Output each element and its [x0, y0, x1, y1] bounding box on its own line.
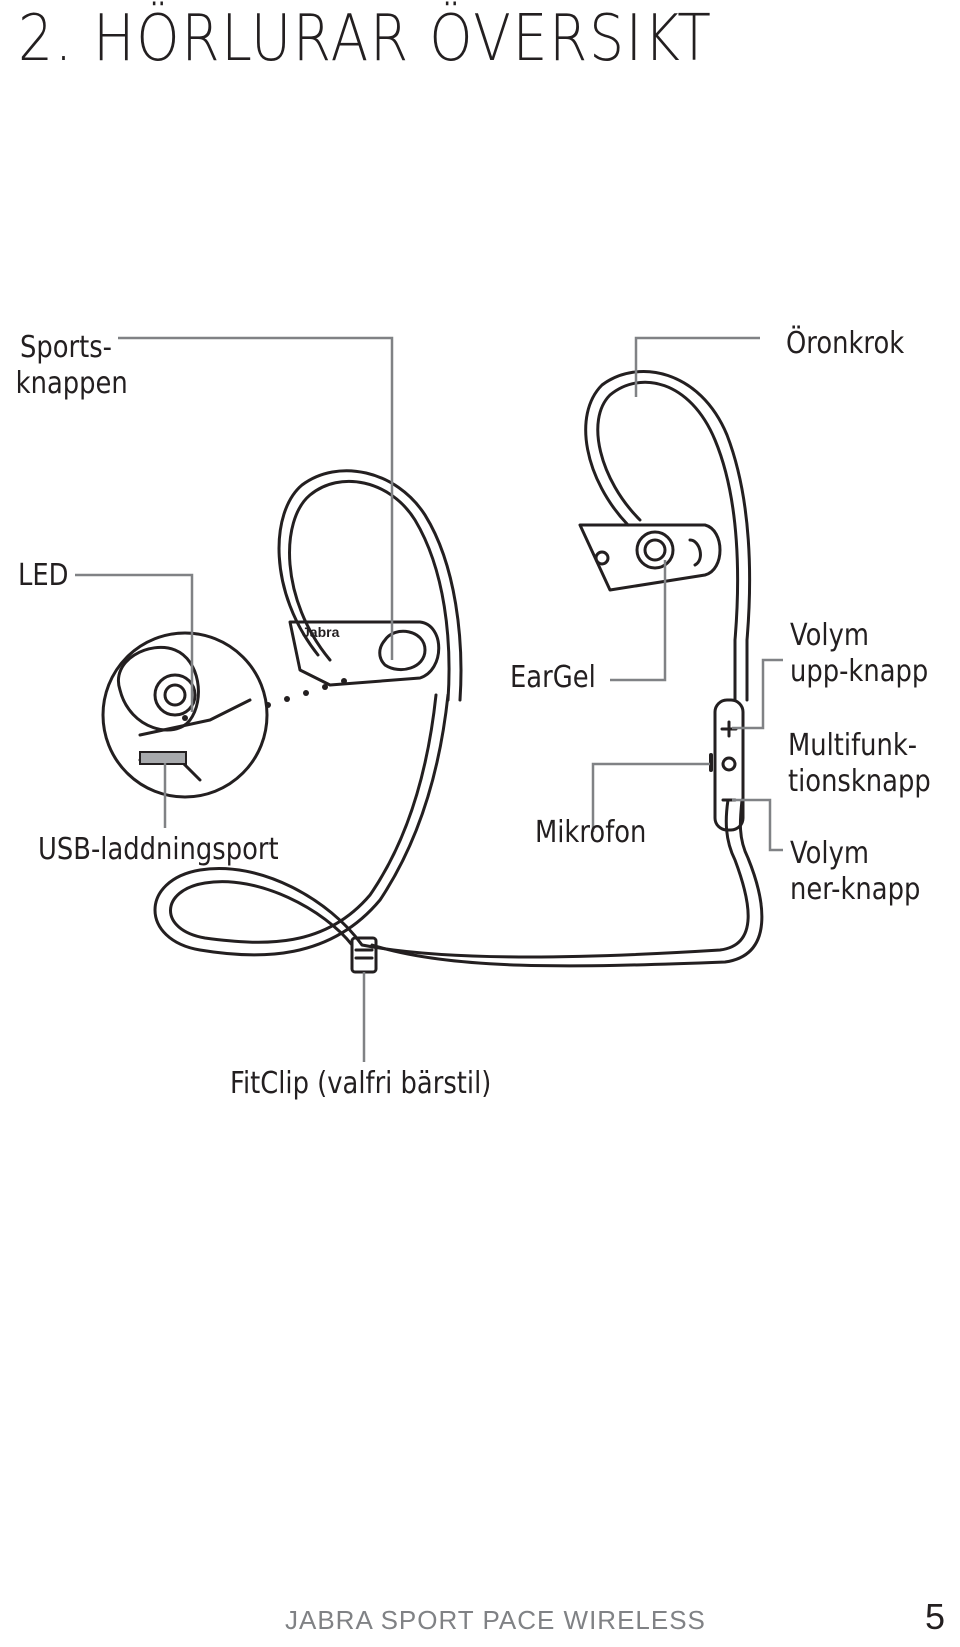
page-number: 5 — [925, 1596, 946, 1637]
label-sports-button: Sports- knappen — [15, 330, 128, 401]
label-multifunction: Multifunk- tionsknapp — [788, 728, 931, 799]
fitclip — [350, 936, 378, 974]
label-ear-hook: Öronkrok — [786, 326, 905, 361]
left-earbud-body — [288, 620, 441, 687]
label-eargel: EarGel — [510, 660, 596, 695]
label-volume-down: Volym ner-knapp — [790, 836, 921, 907]
right-earbud-body — [578, 523, 722, 592]
leader-sports-button — [118, 336, 394, 660]
label-volume-up: Volym upp-knapp — [790, 618, 929, 689]
usb-port — [139, 751, 187, 765]
leader-multi — [591, 762, 710, 832]
page-title: 2. HÖRLURAR ÖVERSIKT — [18, 2, 713, 76]
leader-volume-up — [732, 658, 783, 730]
neckband-cable — [153, 693, 750, 959]
jabra-logo: Jabra — [302, 624, 340, 640]
left-ear-hook — [288, 479, 451, 702]
label-led: LED — [18, 558, 69, 593]
leader-volume-down — [732, 798, 783, 852]
leader-eargel — [610, 560, 667, 682]
led-dot — [182, 715, 188, 721]
document-footer: JABRA SPORT PACE WIRELESS — [285, 1605, 706, 1635]
inset-connector-dots — [265, 678, 347, 708]
remote-control — [713, 698, 745, 832]
label-usb: USB-laddningsport — [38, 832, 279, 867]
leader-ear-hook — [634, 336, 760, 397]
magnified-inset — [101, 631, 269, 799]
label-microphone: Mikrofon — [535, 815, 647, 850]
label-fitclip: FitClip (valfri bärstil) — [230, 1066, 492, 1101]
leader-led — [75, 573, 194, 712]
right-ear-hook — [596, 380, 740, 702]
